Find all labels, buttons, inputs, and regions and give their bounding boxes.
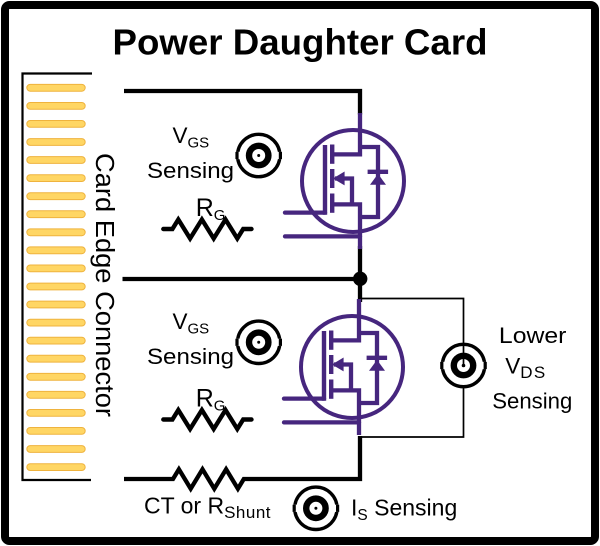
svg-text:VGS: VGS	[173, 123, 210, 152]
svg-text:Sensing: Sensing	[147, 158, 234, 183]
svg-text:RG: RG	[196, 194, 226, 224]
svg-text:VGS: VGS	[173, 309, 210, 338]
svg-text:Lower: Lower	[499, 323, 567, 348]
svg-text:Sensing: Sensing	[147, 344, 234, 369]
svg-text:Power Daughter Card: Power Daughter Card	[113, 22, 488, 63]
svg-text:VDS: VDS	[505, 353, 546, 382]
svg-text:CT or RShunt: CT or RShunt	[144, 492, 271, 522]
svg-text:Card Edge Connector: Card Edge Connector	[90, 153, 118, 418]
svg-text:RG: RG	[196, 385, 226, 415]
svg-text:IS Sensing: IS Sensing	[351, 495, 457, 525]
svg-text:Sensing: Sensing	[492, 389, 572, 414]
